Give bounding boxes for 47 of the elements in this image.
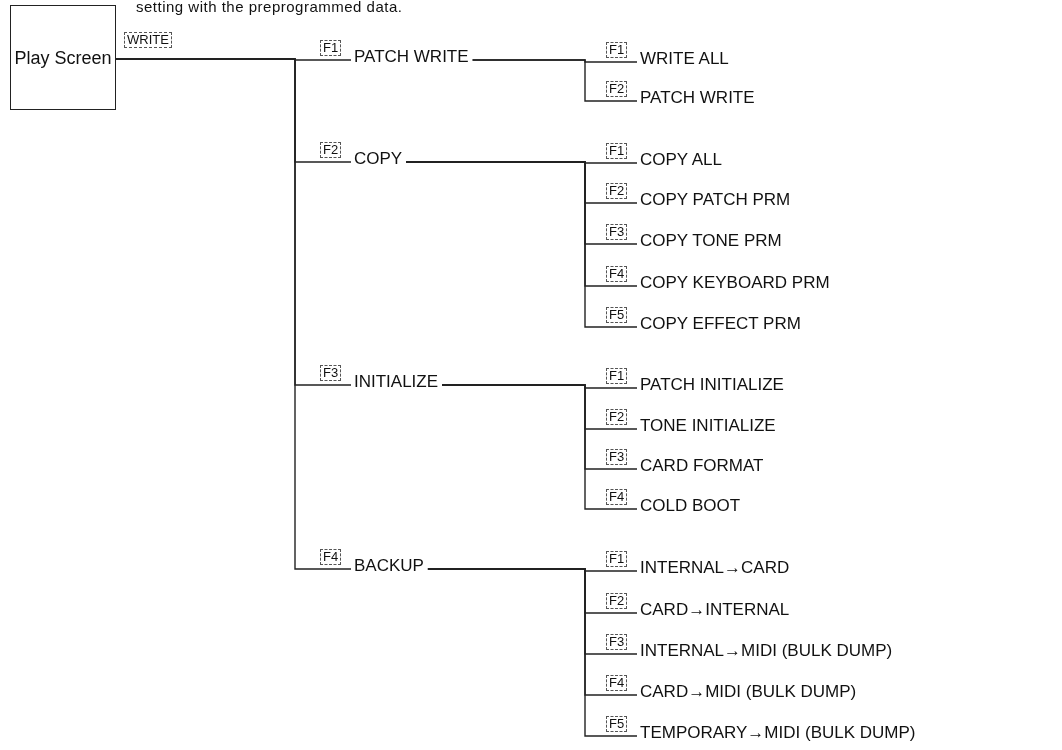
note-text: setting with the preprogrammed data. — [136, 0, 403, 15]
key-label: F2 — [320, 142, 342, 158]
key-label: F4 — [606, 489, 628, 505]
key-label: F2 — [606, 593, 628, 609]
key-label: F2 — [606, 183, 628, 199]
menu-item: COPY ALL — [640, 150, 722, 170]
key-label: F1 — [320, 40, 342, 56]
key-label: F3 — [606, 634, 628, 650]
menu-item: CARD→INTERNAL — [640, 600, 790, 620]
tree-connector — [471, 59, 638, 102]
key-label: F1 — [606, 368, 628, 384]
key-label: F5 — [606, 307, 628, 323]
menu-item: COPY EFFECT PRM — [640, 314, 801, 334]
menu-item: INTERNAL→MIDI (BULK DUMP) — [640, 641, 893, 661]
menu-item: PATCH WRITE — [354, 47, 469, 67]
tree-connector — [427, 568, 638, 737]
menu-item: COPY KEYBOARD PRM — [640, 273, 830, 293]
menu-item: WRITE ALL — [640, 49, 729, 69]
menu-item: COPY TONE PRM — [640, 231, 782, 251]
key-label: F3 — [606, 224, 628, 240]
menu-item: INITIALIZE — [354, 372, 439, 392]
menu-item: COPY — [354, 149, 403, 169]
key-label: F4 — [320, 549, 342, 565]
key-label: F1 — [606, 42, 628, 58]
menu-item: CARD→MIDI (BULK DUMP) — [640, 682, 857, 702]
key-label: F2 — [606, 409, 628, 425]
key-label: F3 — [606, 449, 628, 465]
menu-item: COLD BOOT — [640, 496, 741, 516]
key-label: WRITE — [124, 32, 172, 48]
key-label: F4 — [606, 675, 628, 691]
key-label: F2 — [606, 81, 628, 97]
menu-item: PATCH INITIALIZE — [640, 375, 784, 395]
key-label: F1 — [606, 551, 628, 567]
key-label: F3 — [320, 365, 342, 381]
tree-connector — [441, 384, 638, 510]
menu-item: PATCH WRITE — [640, 88, 755, 108]
menu-item: CARD FORMAT — [640, 456, 764, 476]
menu-item: COPY PATCH PRM — [640, 190, 791, 210]
menu-item: TONE INITIALIZE — [640, 416, 776, 436]
menu-item: BACKUP — [354, 556, 424, 576]
tree-connector — [405, 161, 638, 328]
menu-item: INTERNAL→CARD — [640, 558, 790, 578]
key-label: F4 — [606, 266, 628, 282]
menu-item: TEMPORARY→MIDI (BULK DUMP) — [640, 723, 916, 743]
screen-box: Play Screen — [10, 5, 116, 110]
key-label: F1 — [606, 143, 628, 159]
key-label: F5 — [606, 716, 628, 732]
